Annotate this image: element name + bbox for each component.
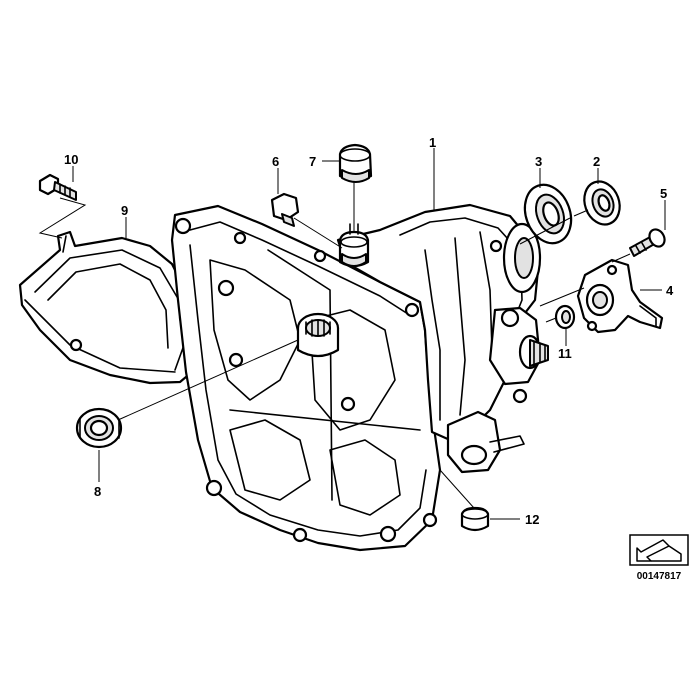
callout-7: 7 [309, 154, 316, 169]
callout-10: 10 [64, 152, 78, 167]
reference-number: 00147817 [636, 571, 682, 582]
part-2-seal [583, 180, 621, 226]
part-5-bolt [629, 228, 666, 257]
callout-1: 1 [429, 135, 436, 150]
part-1-gearbox-housing [170, 203, 549, 552]
leader-lines [38, 148, 666, 520]
callout-labels: 1 2 3 4 5 6 7 8 9 10 11 12 [64, 135, 674, 527]
callout-5: 5 [660, 186, 667, 201]
callout-6: 6 [272, 154, 279, 169]
part-7-breather-cap [338, 143, 373, 183]
part-11-o-ring [554, 304, 576, 330]
part-9-cover [18, 230, 198, 385]
part-10-bolt [38, 173, 77, 201]
part-4-sensor [576, 258, 664, 334]
arrow-reference-icon [629, 534, 689, 566]
callout-12: 12 [525, 512, 539, 527]
breather-fitting [338, 223, 370, 268]
callout-11: 11 [558, 346, 572, 361]
part-8-seal [75, 407, 123, 449]
callout-4: 4 [666, 283, 674, 298]
callout-8: 8 [94, 484, 101, 499]
callout-3: 3 [535, 154, 542, 169]
callout-9: 9 [121, 203, 128, 218]
part-6-plug [270, 192, 300, 227]
part-12-plug [460, 506, 490, 532]
callout-2: 2 [593, 154, 600, 169]
